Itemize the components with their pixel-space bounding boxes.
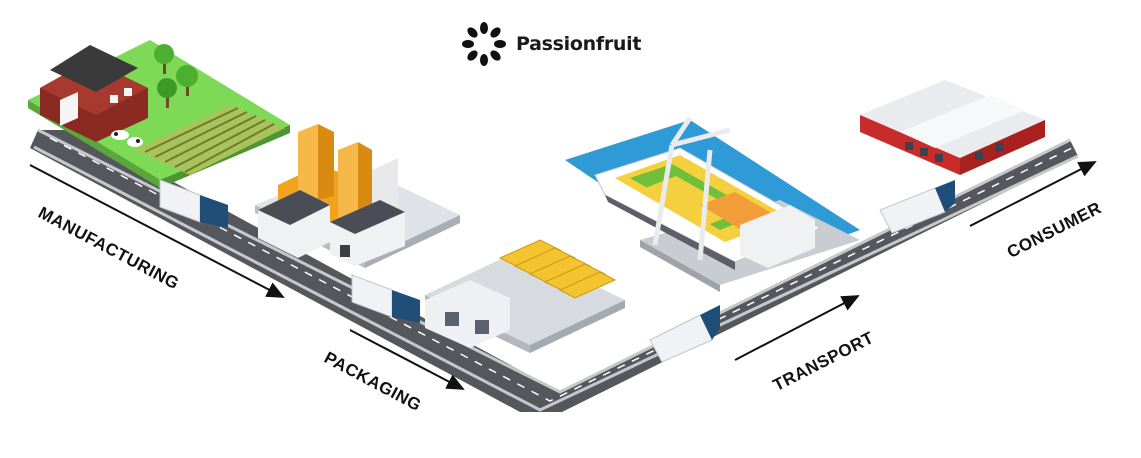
containers	[615, 155, 790, 242]
arrow-icon	[29, 164, 285, 298]
brand: Passionfruit	[462, 22, 641, 66]
warehouse-icon	[425, 239, 625, 353]
brand-name: Passionfruit	[516, 33, 642, 55]
barn-icon	[40, 45, 148, 142]
trees	[154, 44, 198, 108]
truck-icon	[351, 274, 420, 323]
cows	[111, 130, 143, 147]
crane-icon	[652, 116, 731, 261]
truck-icon	[879, 180, 955, 234]
store-building-icon	[860, 80, 1045, 175]
stage-arrows	[29, 161, 1097, 390]
crop-field	[135, 105, 285, 175]
farm	[28, 40, 290, 188]
truck-icon	[649, 305, 720, 363]
arrow-icon	[969, 161, 1097, 227]
port	[565, 116, 860, 292]
factory-icon	[255, 124, 460, 268]
pallet-racks	[498, 239, 617, 299]
sunburst-logo-icon	[462, 22, 506, 66]
truck-icon	[159, 179, 228, 228]
arrow-icon	[349, 329, 465, 390]
arrow-icon	[734, 295, 860, 361]
